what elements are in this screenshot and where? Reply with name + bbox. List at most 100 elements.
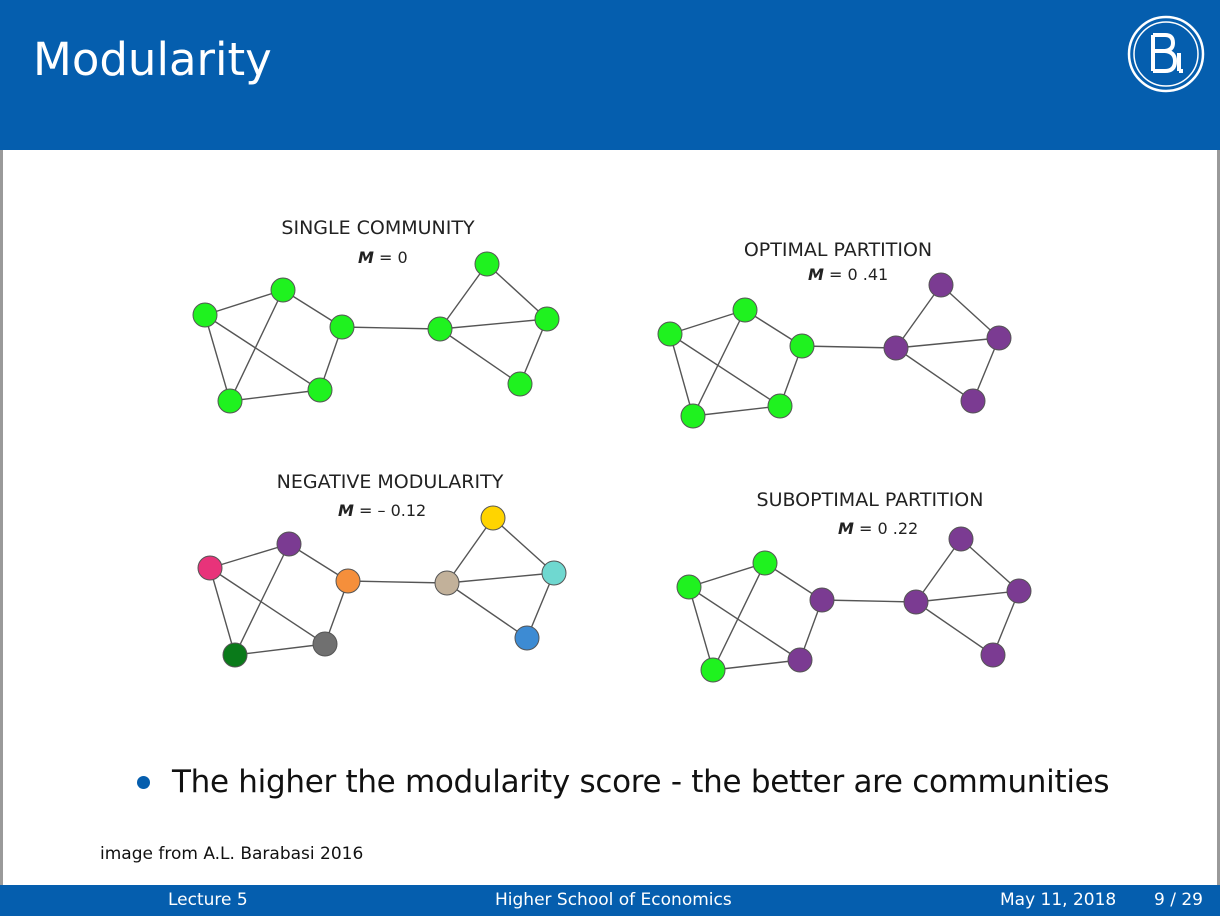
network-edge xyxy=(439,318,548,330)
network-node xyxy=(676,574,702,600)
network-node xyxy=(514,625,540,651)
network-edge xyxy=(204,289,284,316)
network-node xyxy=(657,321,683,347)
network-node xyxy=(507,371,533,397)
network-panel-4: SUBOPTIMAL PARTITION M = 0 .22 xyxy=(676,489,1032,683)
network-node xyxy=(752,550,778,576)
network-node xyxy=(307,377,333,403)
network-node xyxy=(700,657,726,683)
network-node xyxy=(222,642,248,668)
network-node xyxy=(541,560,567,586)
network-edge xyxy=(204,314,231,402)
panel-modularity-score: M = 0 .22 xyxy=(838,519,918,538)
network-node xyxy=(270,277,296,303)
network-node xyxy=(928,272,954,298)
network-edge xyxy=(669,309,746,335)
footer-date: May 11, 2018 xyxy=(1000,890,1117,910)
network-node xyxy=(960,388,986,414)
network-edge xyxy=(446,517,494,584)
network-edge xyxy=(712,659,801,671)
network-node xyxy=(434,570,460,596)
network-edge xyxy=(446,582,528,639)
panel-modularity-score: M = 0 xyxy=(358,248,408,267)
footer-institution: Higher School of Economics xyxy=(495,890,732,910)
network-node xyxy=(767,393,793,419)
network-node xyxy=(474,251,500,277)
network-edge xyxy=(801,345,897,349)
network-edge xyxy=(492,517,555,574)
panel-modularity-score: M = – 0.12 xyxy=(338,501,426,520)
network-node xyxy=(312,631,338,657)
network-node xyxy=(335,568,361,594)
network-node xyxy=(1006,578,1032,604)
network-node xyxy=(534,306,560,332)
network-edge xyxy=(712,562,766,671)
network-edge xyxy=(915,590,1020,603)
bullet-text: The higher the modularity score - the be… xyxy=(172,764,1110,800)
network-edge xyxy=(915,601,994,656)
footer-page-number: 9 / 29 xyxy=(1154,890,1203,910)
panel-title: SINGLE COMMUNITY xyxy=(281,217,475,239)
network-edge xyxy=(229,289,284,402)
panel-title: SUBOPTIMAL PARTITION xyxy=(757,489,984,511)
network-edge xyxy=(341,326,441,330)
slide-title: Modularity xyxy=(33,33,272,86)
network-edge xyxy=(229,389,321,402)
network-node xyxy=(680,403,706,429)
network-edge xyxy=(895,347,974,402)
network-node xyxy=(276,531,302,557)
panel-title: OPTIMAL PARTITION xyxy=(744,239,932,261)
network-edge xyxy=(446,572,555,584)
network-edge xyxy=(895,337,1000,349)
network-edge xyxy=(234,643,326,656)
network-edge xyxy=(692,405,781,417)
network-node xyxy=(809,587,835,613)
slide-footer: Lecture 5 Higher School of Economics May… xyxy=(0,885,1220,916)
network-edge xyxy=(347,580,448,584)
network-node xyxy=(789,333,815,359)
network-node xyxy=(732,297,758,323)
footer-lecture: Lecture 5 xyxy=(168,890,248,910)
network-node xyxy=(986,325,1012,351)
network-node xyxy=(787,647,813,673)
network-node xyxy=(480,505,506,531)
network-edge xyxy=(940,284,1000,339)
network-edge xyxy=(821,599,917,603)
image-credit: image from A.L. Barabasi 2016 xyxy=(100,844,364,864)
network-node xyxy=(948,526,974,552)
network-edge xyxy=(688,586,801,661)
network-edge xyxy=(234,543,290,656)
network-edge xyxy=(692,309,746,417)
network-edge xyxy=(209,543,290,569)
network-node xyxy=(217,388,243,414)
network-edge xyxy=(439,328,521,385)
network-node xyxy=(980,642,1006,668)
network-node xyxy=(197,555,223,581)
network-edge xyxy=(960,538,1020,592)
hse-logo-icon xyxy=(1127,15,1205,93)
network-edge xyxy=(669,333,781,407)
network-panel-2: OPTIMAL PARTITION M = 0 .41 xyxy=(657,239,1012,429)
network-edge xyxy=(486,263,548,320)
network-panel-3: NEGATIVE MODULARITY M = – 0.12 xyxy=(197,471,567,668)
network-edge xyxy=(204,314,321,391)
panel-modularity-score: M = 0 .41 xyxy=(808,265,888,284)
network-panel-1: SINGLE COMMUNITY M = 0 xyxy=(192,217,560,414)
network-node xyxy=(329,314,355,340)
network-edge xyxy=(688,586,714,671)
panel-title: NEGATIVE MODULARITY xyxy=(277,471,504,493)
network-edge xyxy=(209,567,236,656)
network-edge xyxy=(439,263,488,330)
network-node xyxy=(192,302,218,328)
network-edge xyxy=(895,284,942,349)
network-edge xyxy=(209,567,326,645)
network-edge xyxy=(669,333,694,417)
network-edge xyxy=(688,562,766,588)
network-node xyxy=(427,316,453,342)
network-node xyxy=(903,589,929,615)
slide-header: Modularity xyxy=(0,0,1220,150)
bullet-dot-icon xyxy=(137,775,150,789)
bullet-point: The higher the modularity score - the be… xyxy=(137,760,1110,804)
modularity-figure: SINGLE COMMUNITY M = 0 OPTIMAL PARTITION M … xyxy=(192,217,1032,683)
